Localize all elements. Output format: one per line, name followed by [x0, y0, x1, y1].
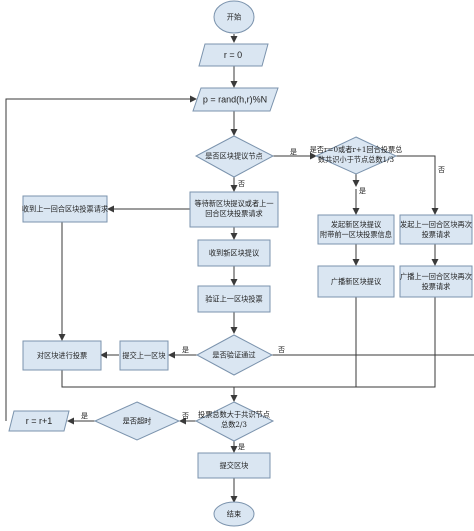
verify-prev-node: 验证上一区块投票 — [197, 285, 271, 313]
recv-prev-node: 收到上一回合区块投票请求 — [22, 195, 108, 223]
edge-label-threshold-no: 否 — [182, 412, 189, 420]
threshold-label-2: 总数2/3 — [221, 420, 247, 429]
r-inc-node: r = r+1 — [8, 410, 70, 432]
timeout-label: 是否超时 — [123, 417, 152, 426]
edge-label-threshold-yes: 是 — [238, 443, 245, 451]
edge-vote-threshold — [61, 370, 238, 402]
broadcast-new-node: 广播新区块提议 — [317, 265, 395, 298]
propose-label-1: 发起新区块提议 — [331, 220, 381, 229]
edge-label-timeout-yes: 是 — [81, 412, 88, 420]
end-node: 结束 — [213, 501, 255, 527]
submit-prev-label: 提交上一区块 — [122, 351, 165, 360]
init-r-node: r = 0 — [198, 43, 269, 67]
is-proposer-decision: 是否区块提议节点 — [194, 135, 275, 178]
prand-label: p = rand(h,r)%N — [203, 95, 267, 105]
submit-prev-node: 提交上一区块 — [119, 340, 169, 371]
broadcast-new-label: 广播新区块提议 — [331, 277, 381, 286]
check-label-2: 数共识小于节点总数1/3 — [318, 155, 395, 164]
reinit-label-1: 发起上一回合区块再次 — [400, 220, 472, 229]
timeout-decision: 是否超时 — [93, 401, 181, 441]
wait-label-1: 等待新区块提议或者上一 — [194, 199, 273, 208]
propose-label-2: 附带前一区块投票信息 — [320, 230, 392, 239]
edge-label-pass-no: 否 — [278, 346, 285, 354]
edge-broadcast-re-merge — [234, 297, 436, 388]
recv-prev-label: 收到上一回合区块投票请求 — [22, 205, 108, 214]
edge-rinc-loop — [5, 95, 197, 421]
broadcast-label-1: 广播上一回合区块再次 — [400, 272, 472, 281]
edge-label-check-yes: 是 — [359, 187, 366, 195]
edge-label-proposer-yes: 是 — [290, 148, 297, 156]
recv-new-node: 收到新区块提议 — [197, 239, 271, 267]
threshold-label-1: 投票总数大于共识节点 — [198, 410, 270, 419]
edge-labels: 是 否 是 否 是 否 否 是 是 — [81, 148, 445, 451]
init-r-label: r = 0 — [224, 50, 242, 60]
end-label: 结束 — [227, 510, 241, 519]
vote-label: 对区块进行投票 — [37, 351, 87, 360]
prand-node: p = rand(h,r)%N — [192, 87, 279, 112]
propose-node: 发起新区块提议 附带前一区块投票信息 — [317, 214, 395, 245]
wait-label-2: 回合区块投票请求 — [205, 209, 263, 218]
reinit-label-2: 投票请求 — [422, 230, 451, 239]
broadcast-revote-node: 广播上一回合区块再次 投票请求 — [399, 265, 473, 298]
reinit-vote-node: 发起上一回合区块再次 投票请求 — [399, 214, 473, 245]
start-node: 开始 — [213, 0, 255, 34]
is-proposer-label: 是否区块提议节点 — [205, 152, 263, 161]
verify-pass-decision: 是否验证通过 — [195, 334, 274, 376]
wait-node: 等待新区块提议或者上一 回合区块投票请求 — [189, 191, 279, 228]
threshold-decision: 投票总数大于共识节点 总数2/3 — [194, 401, 275, 442]
edge-check-no — [396, 155, 439, 215]
connectors — [5, 34, 474, 503]
submit-block-label: 提交区块 — [220, 461, 249, 470]
submit-block-node: 提交区块 — [197, 452, 271, 479]
vote-count-check-decision: 是否r=0或者r+1回合投票总 数共识小于节点总数1/3 — [310, 136, 403, 175]
edge-label-pass-yes: 是 — [182, 346, 189, 354]
broadcast-label-2: 投票请求 — [422, 282, 451, 291]
r-inc-label: r = r+1 — [26, 416, 53, 426]
vote-node: 对区块进行投票 — [22, 340, 102, 371]
check-label-1: 是否r=0或者r+1回合投票总 — [310, 145, 403, 154]
verify-pass-label: 是否验证通过 — [212, 351, 255, 360]
edge-label-check-no: 否 — [438, 166, 445, 174]
recv-new-label: 收到新区块提议 — [209, 249, 259, 258]
verify-prev-label: 验证上一区块投票 — [205, 295, 263, 304]
edge-label-proposer-no: 否 — [238, 180, 245, 188]
start-label: 开始 — [227, 13, 241, 22]
